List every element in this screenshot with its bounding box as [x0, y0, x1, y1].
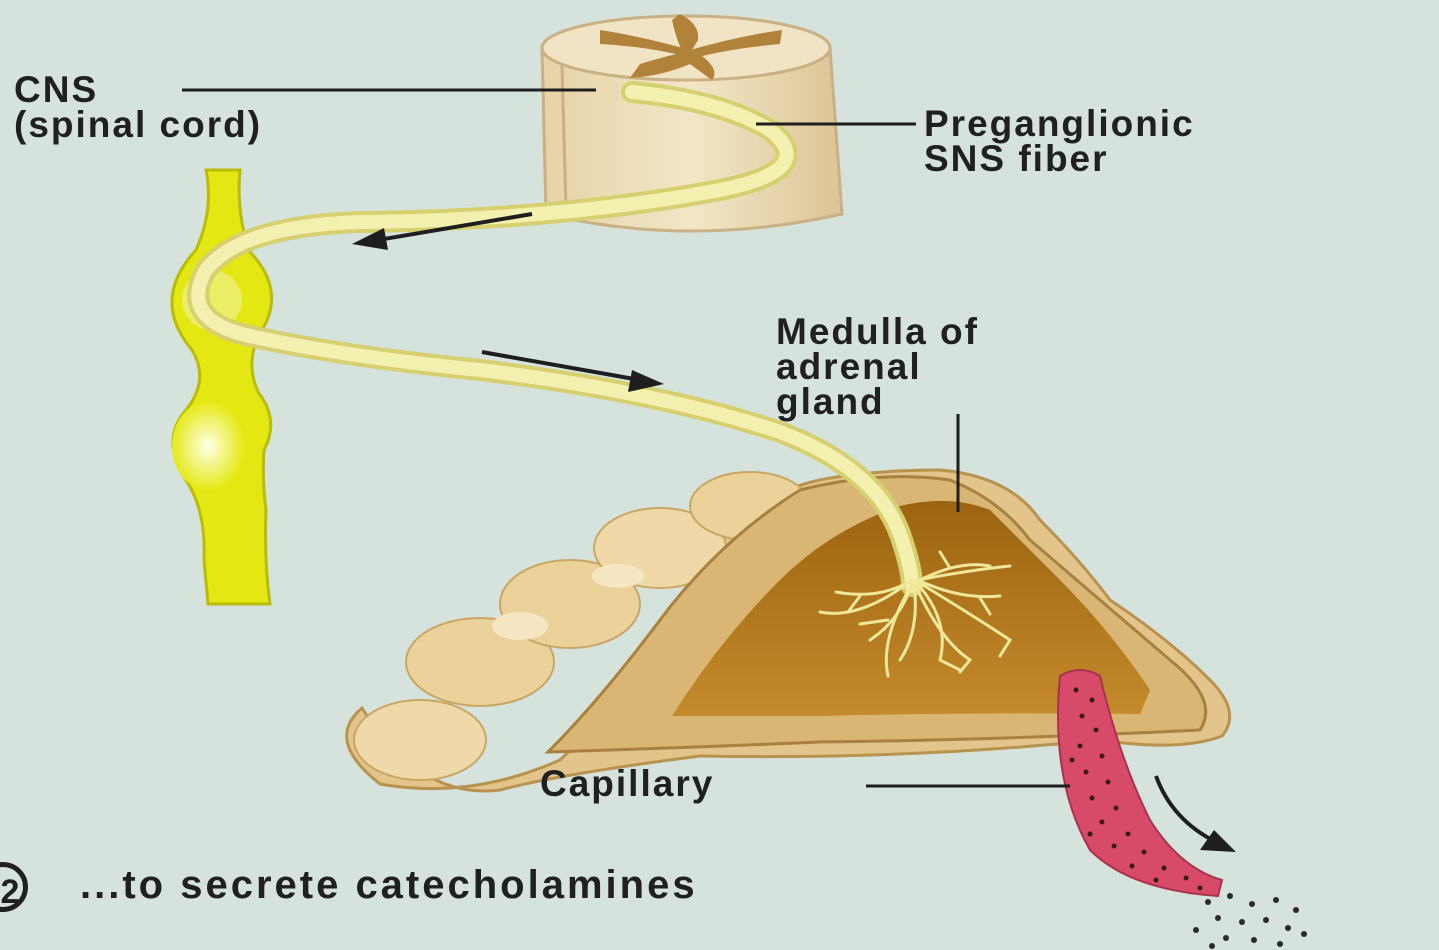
- label-cns-line2: (spinal cord): [14, 107, 262, 142]
- label-cns-line1: CNS: [14, 72, 262, 107]
- released-catecholamines: [1193, 893, 1307, 949]
- label-medulla-line1: Medulla of: [776, 314, 979, 349]
- arrow-curved-icon: [1156, 776, 1236, 852]
- label-medulla-line3: gland: [776, 384, 979, 419]
- label-capillary-text: Capillary: [540, 763, 714, 804]
- label-cns: CNS (spinal cord): [14, 72, 262, 142]
- label-preganglionic-line2: SNS fiber: [924, 141, 1195, 176]
- caption-text: ...to secrete catecholamines: [80, 868, 698, 903]
- label-adrenal-medulla: Medulla of adrenal gland: [776, 314, 979, 419]
- label-preganglionic-line1: Preganglionic: [924, 106, 1195, 141]
- label-capillary: Capillary: [540, 766, 714, 801]
- label-preganglionic-fiber: Preganglionic SNS fiber: [924, 106, 1195, 176]
- label-medulla-line2: adrenal: [776, 349, 979, 384]
